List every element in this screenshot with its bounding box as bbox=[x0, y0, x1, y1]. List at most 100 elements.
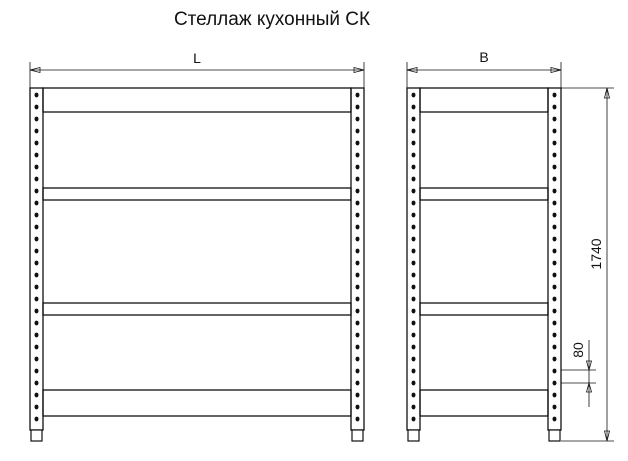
post-hole bbox=[411, 284, 416, 290]
post-hole bbox=[355, 392, 360, 398]
post-hole bbox=[411, 308, 416, 314]
post-hole bbox=[411, 128, 416, 134]
post-hole bbox=[355, 116, 360, 122]
post-hole bbox=[34, 128, 39, 134]
post-hole bbox=[411, 320, 416, 326]
post-hole bbox=[552, 152, 557, 158]
post-hole bbox=[355, 212, 360, 218]
post-hole bbox=[411, 236, 416, 242]
post-hole bbox=[355, 320, 360, 326]
post-hole bbox=[355, 104, 360, 110]
post-hole bbox=[34, 368, 39, 374]
depth-dimension: B bbox=[406, 49, 562, 88]
post-hole bbox=[355, 368, 360, 374]
side-shelf-3 bbox=[419, 302, 549, 316]
post-hole bbox=[355, 416, 360, 422]
post-hole bbox=[411, 404, 416, 410]
side-left-foot bbox=[407, 429, 420, 442]
post-hole bbox=[34, 284, 39, 290]
post-hole bbox=[355, 284, 360, 290]
side-right-post bbox=[547, 87, 562, 431]
post-hole bbox=[411, 332, 416, 338]
post-hole bbox=[34, 344, 39, 350]
side-shelf-1 bbox=[419, 87, 549, 113]
post-hole bbox=[34, 212, 39, 218]
post-hole bbox=[355, 332, 360, 338]
post-hole bbox=[34, 404, 39, 410]
front-right-post bbox=[350, 87, 365, 431]
post-hole bbox=[411, 140, 416, 146]
post-hole bbox=[552, 212, 557, 218]
front-shelf-2 bbox=[42, 187, 352, 201]
front-shelves bbox=[42, 87, 352, 417]
post-hole bbox=[355, 356, 360, 362]
post-hole bbox=[34, 392, 39, 398]
height-value: 1740 bbox=[588, 238, 604, 269]
front-shelf-3 bbox=[42, 302, 352, 316]
post-hole bbox=[552, 188, 557, 194]
post-hole bbox=[552, 164, 557, 170]
post-hole bbox=[411, 380, 416, 386]
post-hole bbox=[411, 176, 416, 182]
post-hole bbox=[34, 176, 39, 182]
front-left-post bbox=[29, 87, 44, 431]
height-dimension: 1740 bbox=[561, 87, 614, 442]
post-hole bbox=[34, 272, 39, 278]
post-hole bbox=[411, 260, 416, 266]
post-hole bbox=[34, 200, 39, 206]
post-hole bbox=[552, 356, 557, 362]
post-hole bbox=[552, 296, 557, 302]
post-hole bbox=[34, 248, 39, 254]
post-hole bbox=[552, 416, 557, 422]
post-hole bbox=[552, 140, 557, 146]
post-hole bbox=[34, 320, 39, 326]
post-hole bbox=[552, 224, 557, 230]
front-left-post-holes bbox=[34, 92, 39, 422]
side-left-post-holes bbox=[411, 92, 416, 422]
post-hole bbox=[355, 176, 360, 182]
post-hole bbox=[355, 140, 360, 146]
post-hole bbox=[552, 116, 557, 122]
post-hole bbox=[552, 236, 557, 242]
front-view: L bbox=[29, 50, 365, 442]
drawing-title: Стеллаж кухонный СК bbox=[174, 9, 370, 30]
post-hole bbox=[552, 176, 557, 182]
post-hole bbox=[34, 380, 39, 386]
post-hole bbox=[355, 380, 360, 386]
post-hole bbox=[552, 92, 557, 98]
post-hole bbox=[411, 164, 416, 170]
post-hole bbox=[34, 308, 39, 314]
post-hole bbox=[552, 200, 557, 206]
post-hole bbox=[411, 272, 416, 278]
post-hole bbox=[355, 308, 360, 314]
post-hole bbox=[34, 356, 39, 362]
post-hole bbox=[355, 200, 360, 206]
post-hole bbox=[411, 200, 416, 206]
post-hole bbox=[552, 320, 557, 326]
post-hole bbox=[355, 296, 360, 302]
depth-label: B bbox=[479, 49, 488, 65]
side-shelf-2 bbox=[419, 187, 549, 201]
post-hole bbox=[355, 236, 360, 242]
front-shelf-1 bbox=[42, 87, 352, 113]
post-hole bbox=[355, 92, 360, 98]
post-hole bbox=[34, 152, 39, 158]
side-view: B 1740 bbox=[406, 49, 614, 442]
shelf-thickness-dimension: 80 bbox=[561, 340, 596, 407]
post-hole bbox=[411, 104, 416, 110]
post-hole bbox=[552, 344, 557, 350]
post-hole bbox=[552, 284, 557, 290]
post-hole bbox=[411, 248, 416, 254]
post-hole bbox=[411, 296, 416, 302]
post-hole bbox=[34, 188, 39, 194]
front-left-foot bbox=[30, 429, 43, 442]
width-dimension: L bbox=[29, 50, 365, 88]
shelf-thickness-value: 80 bbox=[570, 342, 586, 358]
post-hole bbox=[34, 260, 39, 266]
post-hole bbox=[411, 368, 416, 374]
post-hole bbox=[34, 224, 39, 230]
post-hole bbox=[34, 104, 39, 110]
post-hole bbox=[34, 416, 39, 422]
post-hole bbox=[355, 224, 360, 230]
